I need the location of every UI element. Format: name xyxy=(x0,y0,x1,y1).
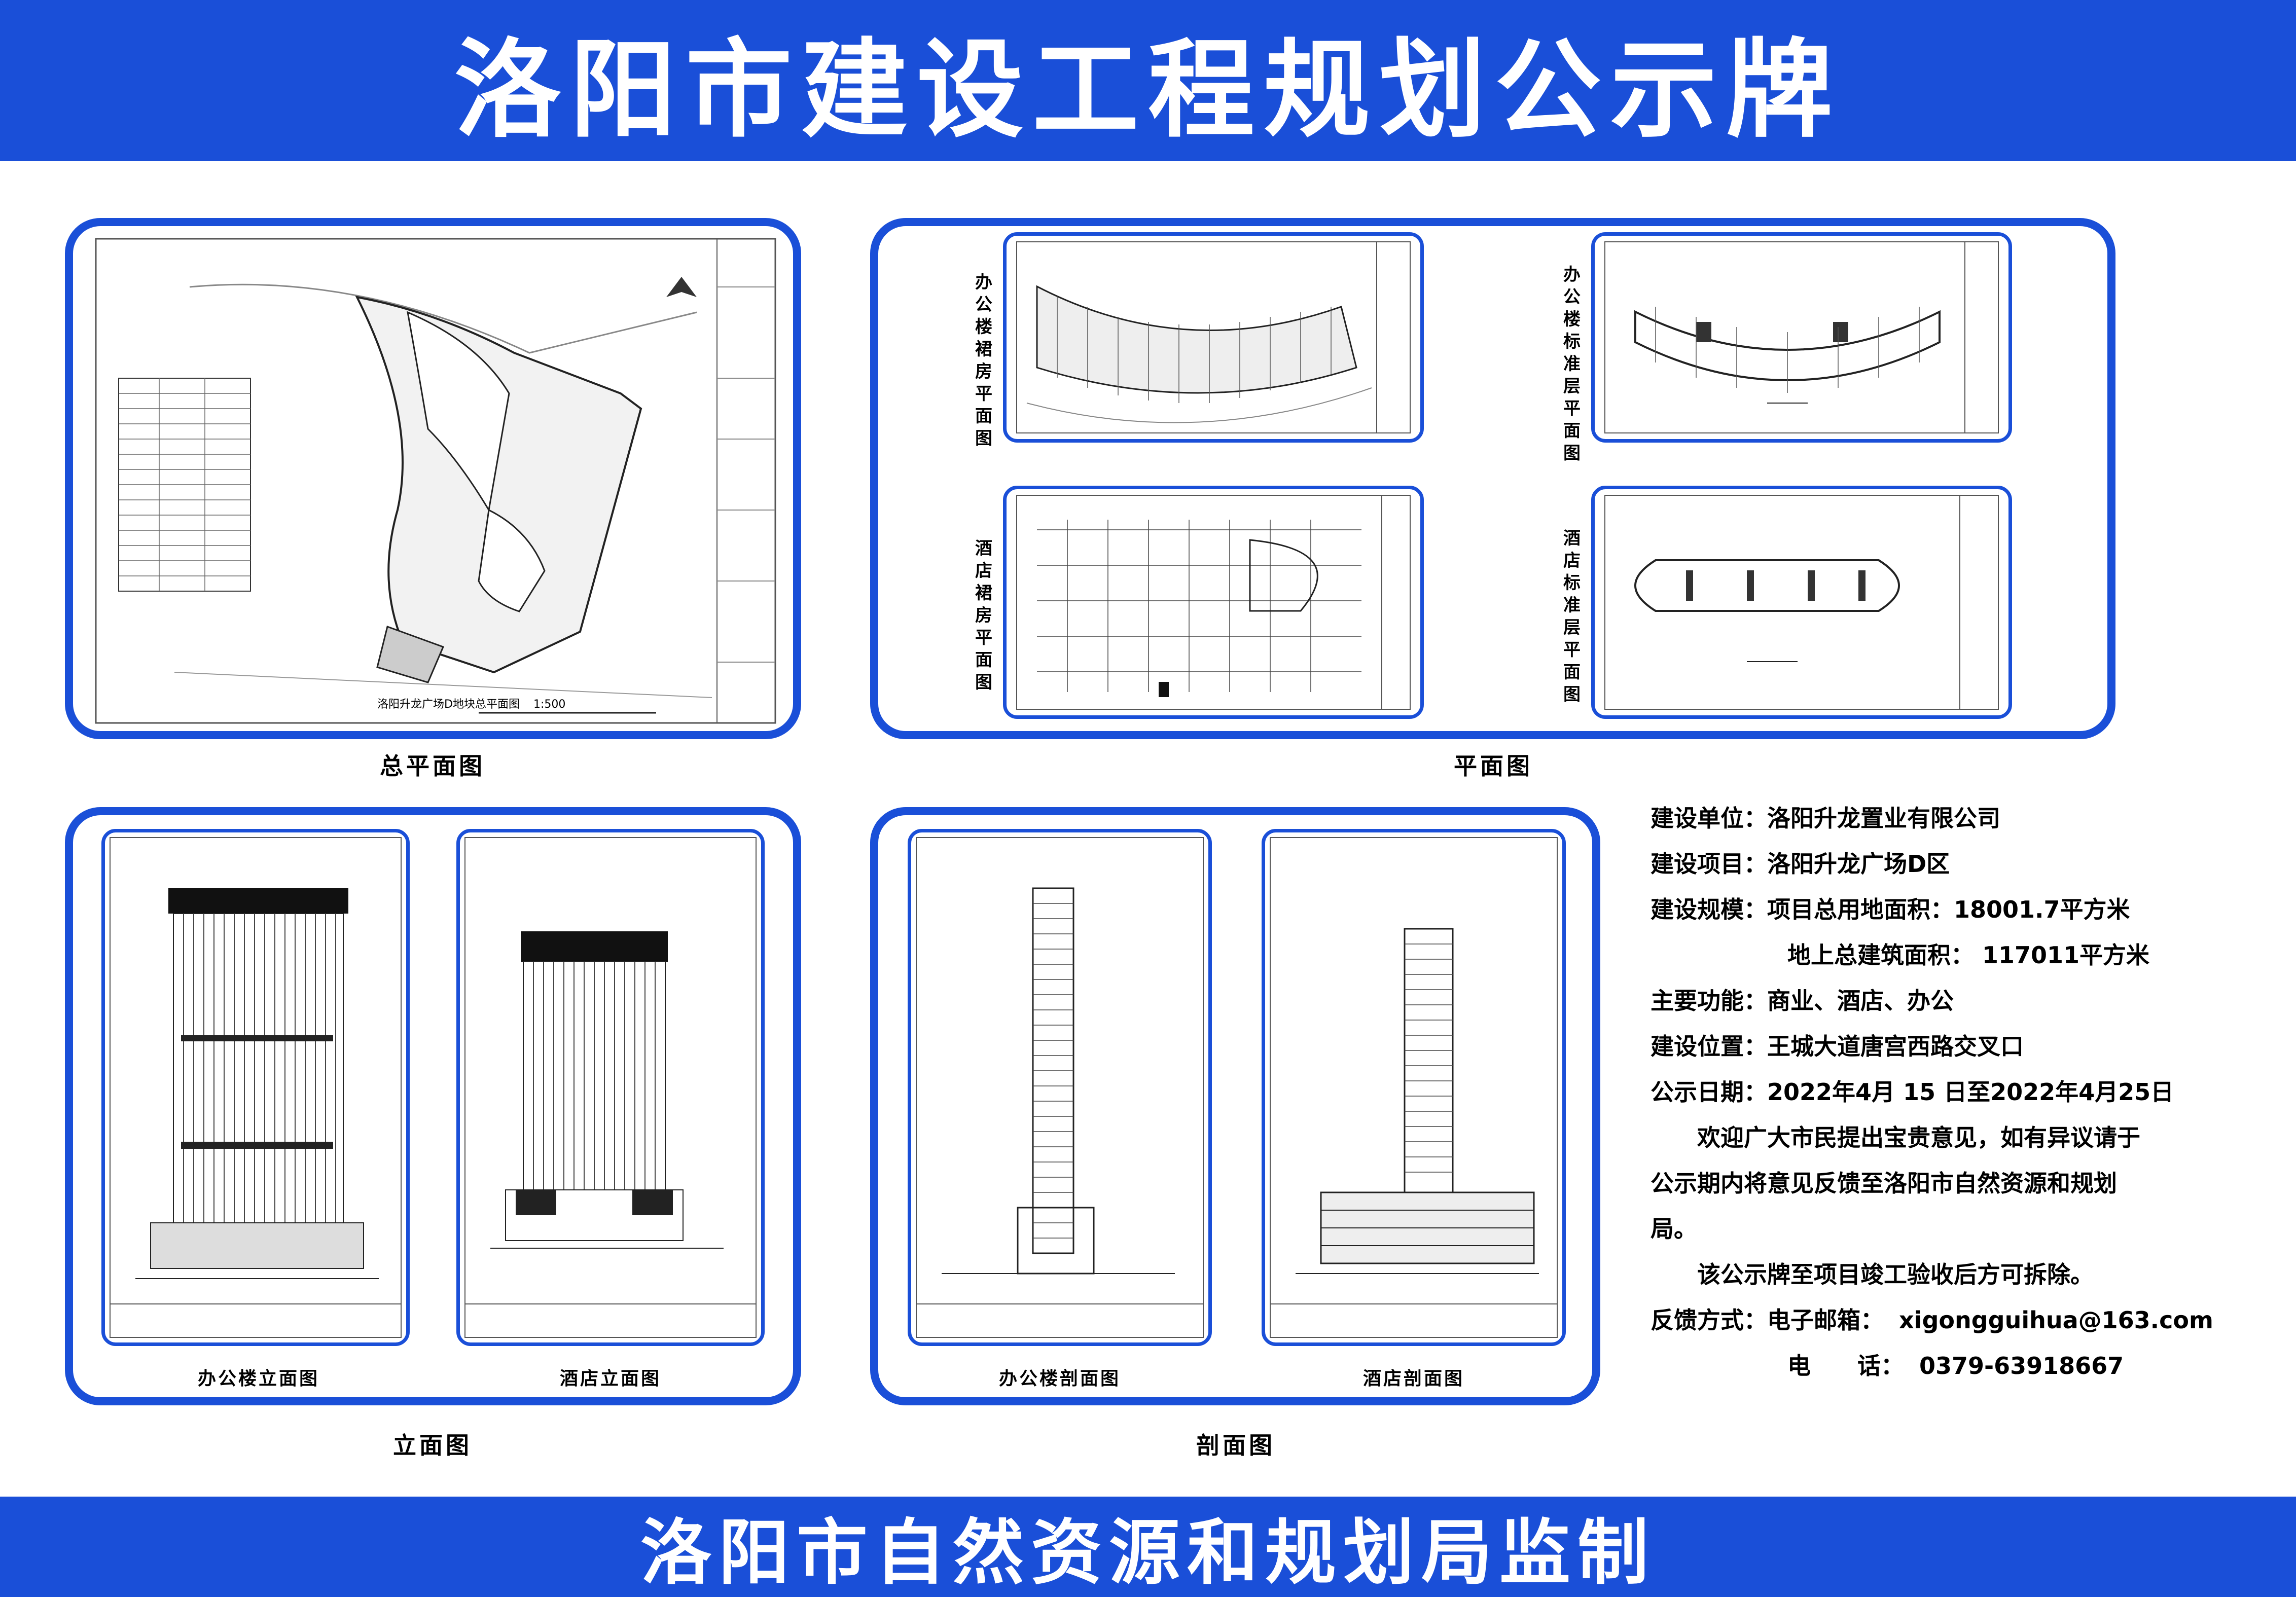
site-plan-drawing xyxy=(95,238,776,724)
sheet-hotel-standard-plan xyxy=(1591,486,2012,719)
office-section-label: 办公楼剖面图 xyxy=(998,1368,1121,1389)
label-hotel-podium-plan: 酒店裙房平面图 xyxy=(975,538,992,693)
sheet-hotel-section xyxy=(1262,829,1566,1346)
sheet-hotel-elevation xyxy=(456,829,765,1346)
sheet-office-elevation xyxy=(101,829,410,1346)
info-project: 建设项目：洛阳升龙广场D区 xyxy=(1651,850,1950,878)
sheet-hotel-podium-plan xyxy=(1003,486,1424,719)
office-elevation-label: 办公楼立面图 xyxy=(197,1368,319,1389)
info-notice-3: 局。 xyxy=(1651,1215,1697,1243)
label-office-podium-plan: 办公楼裙房平面图 xyxy=(975,272,992,449)
info-scale: 建设规模：项目总用地面积：18001.7平方米 xyxy=(1651,896,2130,923)
footer-banner: 洛阳市自然资源和规划局监制 xyxy=(0,1497,2296,1597)
header-banner: 洛阳市建设工程规划公示牌 xyxy=(0,0,2296,161)
info-notice-4: 该公示牌至项目竣工验收后方可拆除。 xyxy=(1697,1261,2094,1288)
site-plan-title: 洛阳升龙广场D地块总平面图 1:500 xyxy=(377,698,566,711)
sheet-office-podium-plan xyxy=(1003,232,1424,443)
info-scale-2: 地上总建筑面积： 117011平方米 xyxy=(1787,941,2150,969)
info-feedback: 反馈方式：电子邮箱：xigongguihua@163.com xyxy=(1651,1306,2213,1334)
sheet-office-standard-plan xyxy=(1591,232,2012,443)
info-location: 建设位置：王城大道唐宫西路交叉口 xyxy=(1651,1033,2024,1060)
label-hotel-standard-plan: 酒店标准层平面图 xyxy=(1563,528,1581,705)
info-date: 公示日期：2022年4月 15 日至2022年4月25日 xyxy=(1651,1078,2174,1106)
hotel-elevation-label: 酒店立面图 xyxy=(559,1368,661,1389)
info-unit: 建设单位：洛阳升龙置业有限公司 xyxy=(1651,805,2000,832)
elevations-caption: 立面图 xyxy=(393,1432,472,1459)
sections-caption: 剖面图 xyxy=(1196,1432,1275,1459)
sheet-office-section xyxy=(908,829,1212,1346)
site-plan-caption: 总平面图 xyxy=(380,752,485,780)
info-function: 主要功能：商业、酒店、办公 xyxy=(1651,987,1954,1014)
info-phone: 电 话：0379-63918667 xyxy=(1787,1352,2124,1379)
email-link[interactable]: xigongguihua@163.com xyxy=(1899,1306,2213,1334)
floor-plans-caption: 平面图 xyxy=(1454,752,1533,780)
hotel-section-label: 酒店剖面图 xyxy=(1362,1368,1464,1389)
site-plan-panel: 洛阳升龙广场D地块总平面图 1:500 xyxy=(65,218,801,739)
info-notice-1: 欢迎广大市民提出宝贵意见，如有异议请于 xyxy=(1697,1124,2140,1151)
label-office-standard-plan: 办公楼标准层平面图 xyxy=(1563,265,1581,463)
footer-title: 洛阳市自然资源和规划局监制 xyxy=(640,1512,1656,1594)
header-title: 洛阳市建设工程规划公示牌 xyxy=(454,28,1842,152)
info-notice-2: 公示期内将意见反馈至洛阳市自然资源和规划 xyxy=(1651,1170,2117,1197)
